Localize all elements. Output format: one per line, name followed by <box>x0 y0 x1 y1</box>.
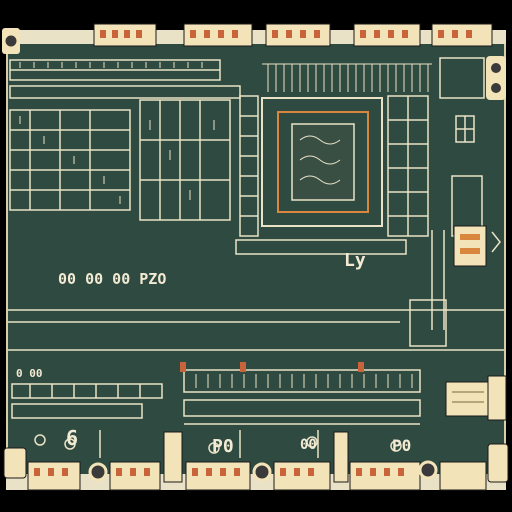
mid-bus <box>8 309 504 351</box>
lower-components <box>34 430 402 458</box>
right-connector <box>453 225 501 267</box>
mid-row-label: 00 00 00 PZO <box>58 270 167 288</box>
top-connector-1 <box>93 23 157 47</box>
right-side-blocks <box>409 57 485 347</box>
lower-register-strip <box>180 362 421 425</box>
central-chip <box>261 97 383 227</box>
board-background <box>6 30 506 490</box>
bottom-mid-label: P0 <box>212 436 234 457</box>
top-connector-5 <box>431 23 493 47</box>
mount-hole-top-left <box>2 28 20 54</box>
bottom-left-label: 6 <box>66 426 79 450</box>
bottom-mid2-label: 00 <box>300 437 317 453</box>
chip-pins-top <box>262 63 432 92</box>
mount-hole-top-right <box>486 56 506 100</box>
lower-left-blocks <box>11 383 163 419</box>
bottom-right-label: P0 <box>392 436 412 455</box>
top-connector-4 <box>353 23 421 47</box>
upper-left-register-block <box>9 59 241 221</box>
upper-left-ticks <box>19 62 215 204</box>
lower-right-connector <box>445 375 507 421</box>
bottom-connectors <box>3 431 509 491</box>
lower-left-label: 0 00 <box>16 367 43 380</box>
right-mid-label: Ly <box>344 250 366 271</box>
chip-side-blocks <box>235 95 429 255</box>
top-connector-2 <box>183 23 253 47</box>
top-rail <box>6 30 506 44</box>
top-connector-3 <box>265 23 331 47</box>
